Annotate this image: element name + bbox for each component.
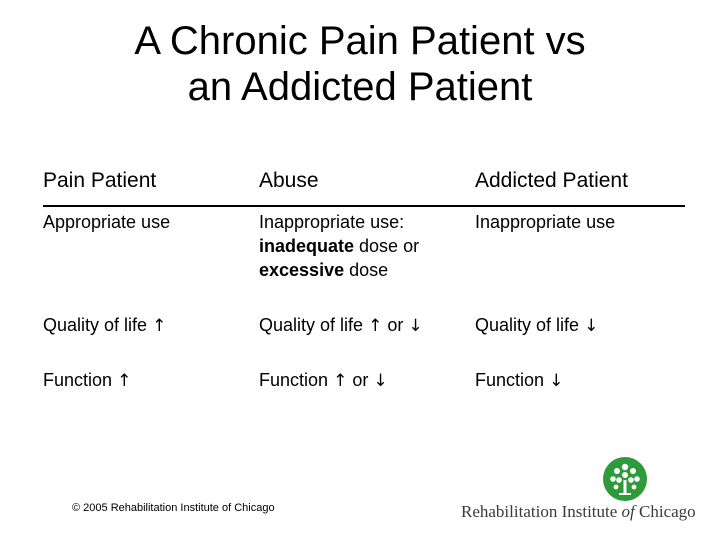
arrow-down-icon: ↓ <box>584 316 599 336</box>
quality-abuse-or: or <box>387 315 404 335</box>
header-pain-patient: Pain Patient <box>43 169 157 192</box>
function-pain-label: Function <box>43 370 113 390</box>
function-abuse-or: or <box>352 370 369 390</box>
header-abuse: Abuse <box>259 169 319 192</box>
institute-logo-text: Rehabilitation Institute of Chicago <box>461 502 696 522</box>
function-addicted-label: Function <box>475 370 545 390</box>
function-abuse-label: Function <box>259 370 329 390</box>
arrow-up-icon: ↑ <box>152 316 167 336</box>
abuse-dose-or: dose or <box>354 236 420 256</box>
slide-title: A Chronic Pain Patient vs an Addicted Pa… <box>0 18 720 110</box>
arrow-up-icon: ↑ <box>117 371 132 391</box>
cell-inappropriate-use-addicted: Inappropriate use <box>475 212 616 232</box>
logo-text-of: of <box>621 502 635 521</box>
abuse-dose: dose <box>344 260 389 280</box>
cell-quality-pain: Quality of life ↑ <box>43 313 166 338</box>
slide-title-line-2: an Addicted Patient <box>187 65 533 109</box>
tree-logo-icon <box>603 457 647 501</box>
header-divider <box>43 205 685 207</box>
arrow-up-icon: ↑ <box>333 371 348 391</box>
cell-inappropriate-use-abuse: Inappropriate use: inadequate dose or ex… <box>259 210 419 282</box>
abuse-inadequate: inadequate <box>259 236 355 256</box>
logo-text-end: Chicago <box>634 502 696 521</box>
arrow-up-icon: ↑ <box>368 316 383 336</box>
quality-pain-label: Quality of life <box>43 315 148 335</box>
arrow-down-icon: ↓ <box>408 316 423 336</box>
arrow-down-icon: ↓ <box>549 371 564 391</box>
slide-title-line-1: A Chronic Pain Patient vs <box>134 19 586 63</box>
cell-quality-abuse: Quality of life ↑ or ↓ <box>259 313 423 338</box>
logo-text-main: Rehabilitation Institute <box>461 502 622 521</box>
cell-function-pain: Function ↑ <box>43 368 131 393</box>
abuse-excessive: excessive <box>259 260 345 280</box>
arrow-down-icon: ↓ <box>373 371 388 391</box>
quality-addicted-label: Quality of life <box>475 315 580 335</box>
cell-appropriate-use: Appropriate use <box>43 212 171 232</box>
cell-function-addicted: Function ↓ <box>475 368 563 393</box>
cell-function-abuse: Function ↑ or ↓ <box>259 368 388 393</box>
header-addicted-patient: Addicted Patient <box>475 169 628 192</box>
cell-quality-addicted: Quality of life ↓ <box>475 313 598 338</box>
quality-abuse-label: Quality of life <box>259 315 364 335</box>
abuse-use-prefix: Inappropriate use: <box>259 212 405 232</box>
copyright-notice: © 2005 Rehabilitation Institute of Chica… <box>72 502 275 514</box>
